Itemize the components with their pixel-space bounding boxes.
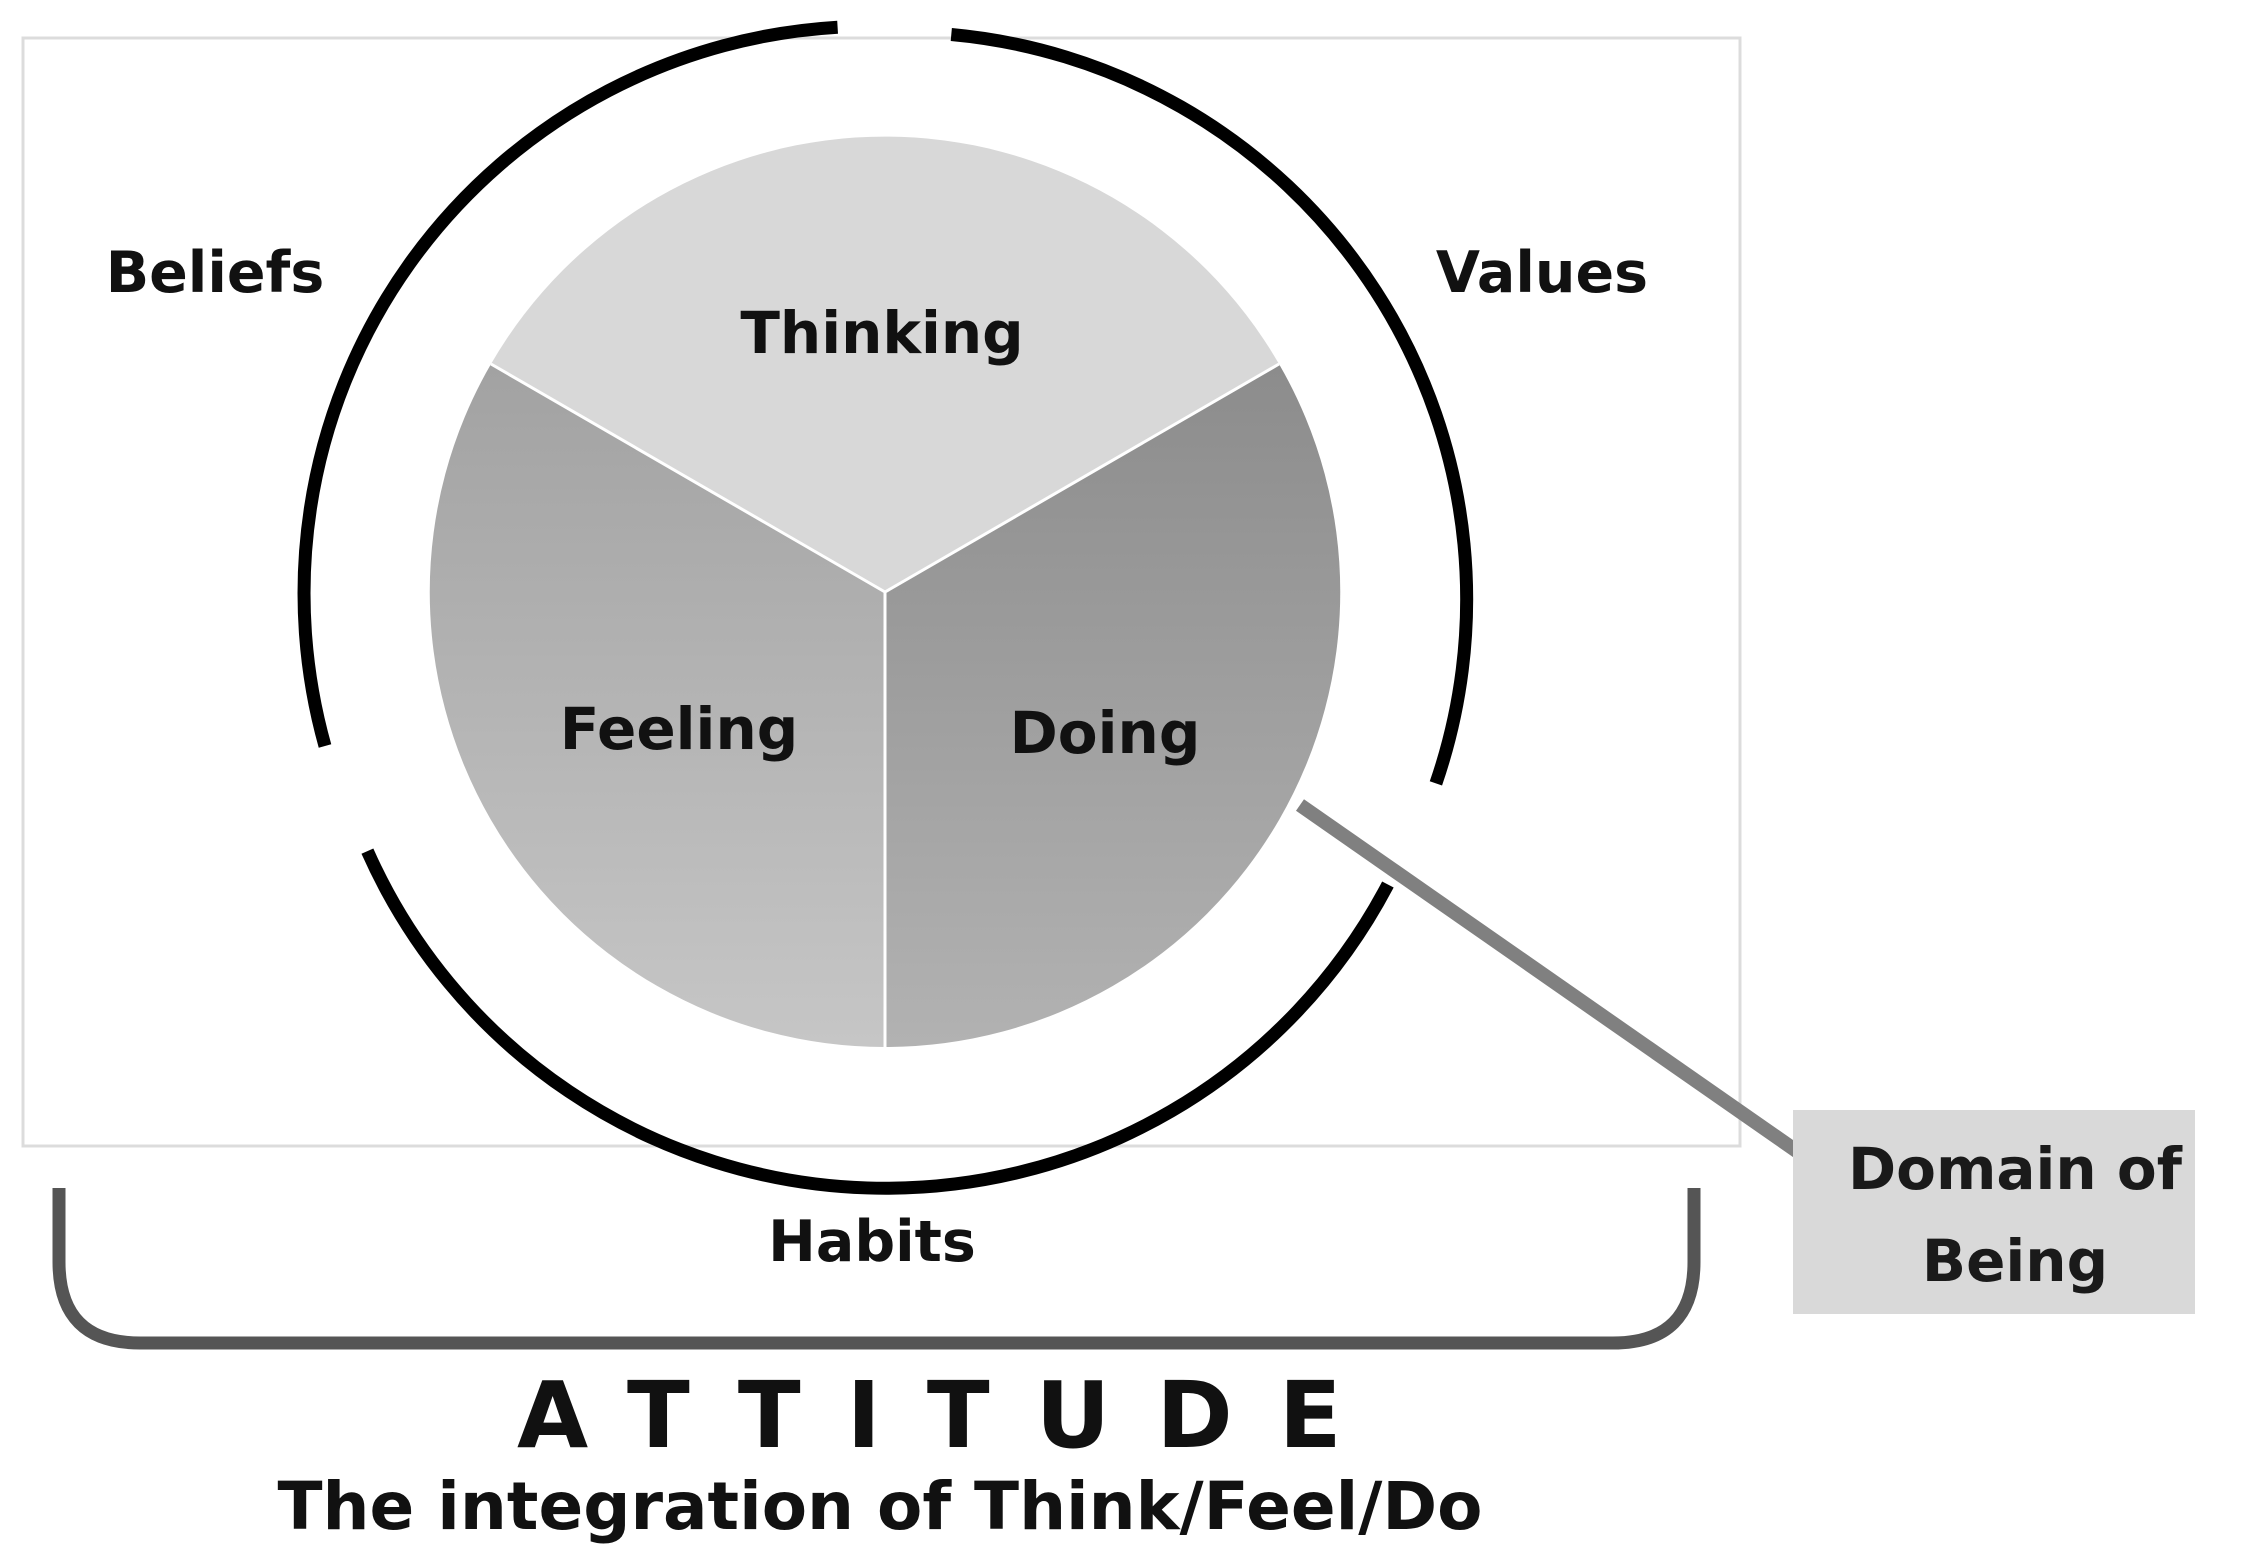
label-values: Values (1436, 240, 1648, 306)
ring-arc-values (950, 28, 1474, 786)
divider-thinking-doing (884, 362, 1280, 594)
ring-arc-beliefs (297, 20, 838, 748)
label-feeling: Feeling (560, 695, 799, 763)
label-doing: Doing (1010, 699, 1201, 767)
label-habits: Habits (768, 1209, 976, 1275)
callout-line-2: Being (1922, 1227, 2108, 1295)
ring-arc-habits (361, 848, 1394, 1195)
diagram-title: ATTITUDE (517, 1362, 1388, 1469)
segment-feeling (429, 364, 885, 1048)
outer-ring (297, 20, 1474, 1195)
diagram-subtitle: The integration of Think/Feel/Do (278, 1468, 1483, 1545)
label-thinking: Thinking (740, 299, 1023, 367)
label-beliefs: Beliefs (106, 240, 325, 306)
callout-connector (1295, 799, 1803, 1158)
callout-line-1: Domain of (1848, 1135, 2183, 1203)
habits-brace (52, 1188, 1701, 1350)
segment-doing (885, 364, 1341, 1048)
divider-thinking-feeling (490, 362, 886, 594)
callout-box (1793, 1110, 2195, 1314)
segment-thinking (491, 136, 1279, 592)
pie (429, 136, 1341, 1048)
